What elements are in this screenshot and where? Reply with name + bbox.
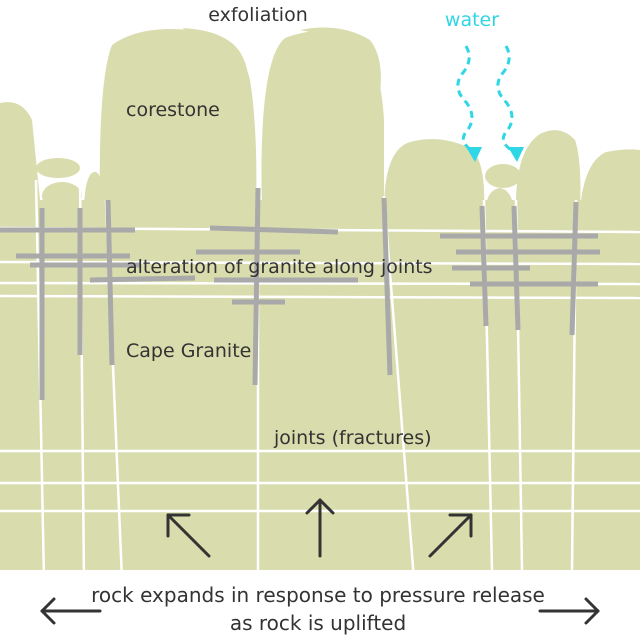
water-drip-path (496, 45, 515, 154)
corestone-label: corestone (126, 99, 220, 121)
alteration-label: alteration of granite along joints (126, 256, 433, 278)
alteration-bar (209, 225, 339, 235)
alteration-zones (0, 187, 600, 400)
tall-block (261, 30, 384, 210)
arrow-up-left-icon (166, 513, 211, 558)
arrow-up-right-icon (428, 513, 473, 558)
water-arrowhead (466, 147, 482, 162)
left-block (0, 102, 40, 200)
joint-line (0, 294, 640, 300)
exfoliation-label: exfoliation (208, 4, 308, 26)
small-boulder (36, 158, 80, 178)
expansion-arrows (40, 498, 600, 625)
granite-body (0, 27, 640, 570)
water-label: water (445, 9, 499, 31)
exfoliation-shell (300, 27, 381, 93)
water-drip-icon (456, 45, 515, 154)
expansion-caption-line1: rock expands in response to pressure rel… (91, 583, 545, 607)
arrow-head (584, 597, 600, 625)
cape-granite-label: Cape Granite (126, 340, 251, 362)
arrow-shaft (428, 513, 473, 558)
alteration-bar (89, 275, 196, 283)
arrow-head (40, 597, 56, 625)
joint-line (382, 195, 416, 581)
small-boulder (42, 182, 82, 210)
corestone-block (99, 29, 257, 210)
alteration-bar (252, 187, 261, 386)
rounded-block (384, 139, 485, 210)
arrow-head (448, 513, 473, 538)
small-boulder (84, 171, 104, 205)
small-boulder (486, 188, 514, 210)
small-boulder (485, 164, 521, 188)
arrow-head (305, 498, 335, 515)
exfoliation-shell (182, 28, 249, 90)
alteration-bar (381, 197, 393, 376)
arrow-head (166, 513, 191, 538)
alteration-bar (569, 201, 579, 336)
right-block (580, 149, 640, 210)
expansion-caption-line2: as rock is uplifted (230, 611, 406, 635)
arrow-right-icon (538, 597, 600, 625)
arrow-shaft (166, 513, 211, 558)
joint-line (0, 260, 640, 266)
water-drip-path (456, 45, 475, 154)
joints-label: joints (fractures) (273, 427, 432, 449)
right-block (515, 130, 581, 210)
water-arrowhead (508, 147, 524, 162)
arrow-up-icon (305, 498, 335, 558)
water-arrowheads (466, 147, 524, 162)
arrow-left-icon (40, 597, 102, 625)
